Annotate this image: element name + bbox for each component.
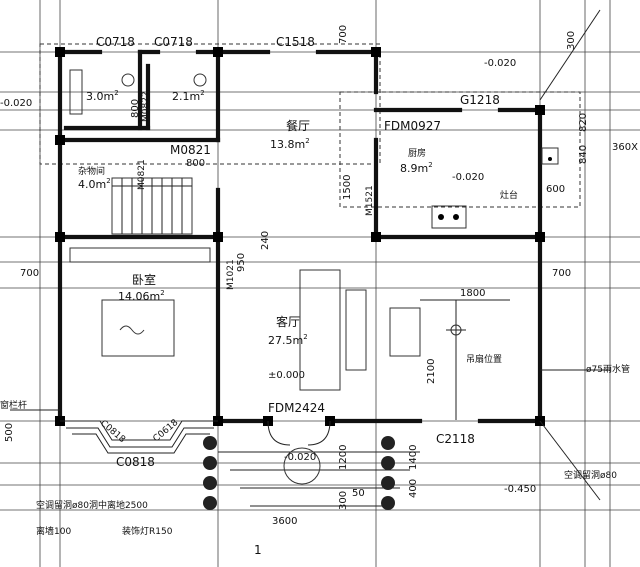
door-m1521: M1521 xyxy=(365,185,375,216)
dim-400: 400 xyxy=(408,479,419,498)
dim-1400: 1400 xyxy=(408,445,419,470)
living-name: 客厅 xyxy=(276,314,300,329)
stove-label: 灶台 xyxy=(500,189,518,201)
note-drain-pipe: ø75雨水管 xyxy=(586,363,630,375)
bath1-area: 3.0m2 xyxy=(86,89,119,103)
window-c2118: C2118 xyxy=(436,432,475,446)
window-c0718-a: C0718 xyxy=(96,35,135,49)
storage-name: 杂物间 xyxy=(78,165,105,177)
dim-top-700: 700 xyxy=(338,25,349,44)
dim-1500: 1500 xyxy=(342,175,353,200)
window-c0818-diag: C0818 xyxy=(98,419,127,446)
dim-240: 240 xyxy=(260,231,271,250)
door-fdm2424: FDM2424 xyxy=(268,401,325,415)
stairs xyxy=(111,177,193,235)
bath2-area: 2.1m2 xyxy=(172,89,205,103)
dim-840: 840 xyxy=(578,145,589,164)
dim-1800: 1800 xyxy=(460,288,485,299)
fixtures xyxy=(69,69,559,391)
door-m0821: M0821 xyxy=(170,143,211,157)
kitchen-area: 8.9m2 xyxy=(400,161,433,175)
dim-600: 600 xyxy=(546,184,565,195)
bedroom-area: 14.06m2 xyxy=(118,289,165,303)
dining-name: 餐厅 xyxy=(286,118,310,133)
dim-500-left: 500 xyxy=(4,423,15,442)
door-m1021: M1021 xyxy=(226,259,236,290)
storage-area: 4.0m2 xyxy=(78,177,111,191)
door-m0822: M0822 xyxy=(141,91,151,122)
dim-2100: 2100 xyxy=(426,359,437,384)
living-level: ±0.000 xyxy=(268,370,305,381)
door-m0821-b: M0821 xyxy=(137,159,147,190)
dim-3600: 3600 xyxy=(272,516,297,527)
dining-area: 13.8m2 xyxy=(270,137,310,151)
deco-lamps xyxy=(203,436,395,510)
door-fdm0927: FDM0927 xyxy=(384,119,441,133)
dim-300-bottom: 300 xyxy=(338,491,349,510)
dim-700-right: 700 xyxy=(552,268,571,279)
dim-800b: 800 xyxy=(186,158,205,169)
leader-lines xyxy=(10,9,610,501)
window-c0718-b: C0718 xyxy=(154,35,193,49)
entrance-steps xyxy=(218,420,420,507)
dim-820: 820 xyxy=(578,113,589,132)
window-c0818: C0818 xyxy=(116,455,155,469)
kitchen-name: 厨房 xyxy=(408,147,426,159)
dim-1: 1 xyxy=(254,543,262,557)
note-ac-hole-left: 空调留洞ø80洞中离地2500 xyxy=(36,499,148,511)
level-door-front: -0.020 xyxy=(284,452,316,463)
dim-950: 950 xyxy=(236,253,247,272)
note-ac-hole-right: 空调留洞ø80 xyxy=(564,469,617,481)
living-area: 27.5m2 xyxy=(268,333,308,347)
note-ac-hole-left2: 离墙100 xyxy=(36,525,71,537)
dim-50: 50 xyxy=(352,488,365,499)
note-window-rail: 窗栏杆 xyxy=(0,399,27,411)
dim-top-300: 300 xyxy=(566,31,577,50)
dim-360: 360X xyxy=(612,142,638,153)
dim-1200: 1200 xyxy=(338,445,349,470)
bedroom-name: 卧室 xyxy=(132,272,156,287)
dim-800: 800 xyxy=(130,99,141,118)
note-deco-light: 装饰灯R150 xyxy=(122,525,173,537)
window-c1518: C1518 xyxy=(276,35,315,49)
level-bottom-right: -0.450 xyxy=(504,484,536,495)
level-top-right: -0.020 xyxy=(484,58,516,69)
roof-outline xyxy=(39,43,581,208)
window-g1218: G1218 xyxy=(460,93,500,107)
dim-700-left: 700 xyxy=(20,268,39,279)
bay-window xyxy=(60,420,218,454)
fan-label: 吊扇位置 xyxy=(466,353,502,365)
level-left: -0.020 xyxy=(0,98,32,109)
kitchen-level: -0.020 xyxy=(452,172,484,183)
